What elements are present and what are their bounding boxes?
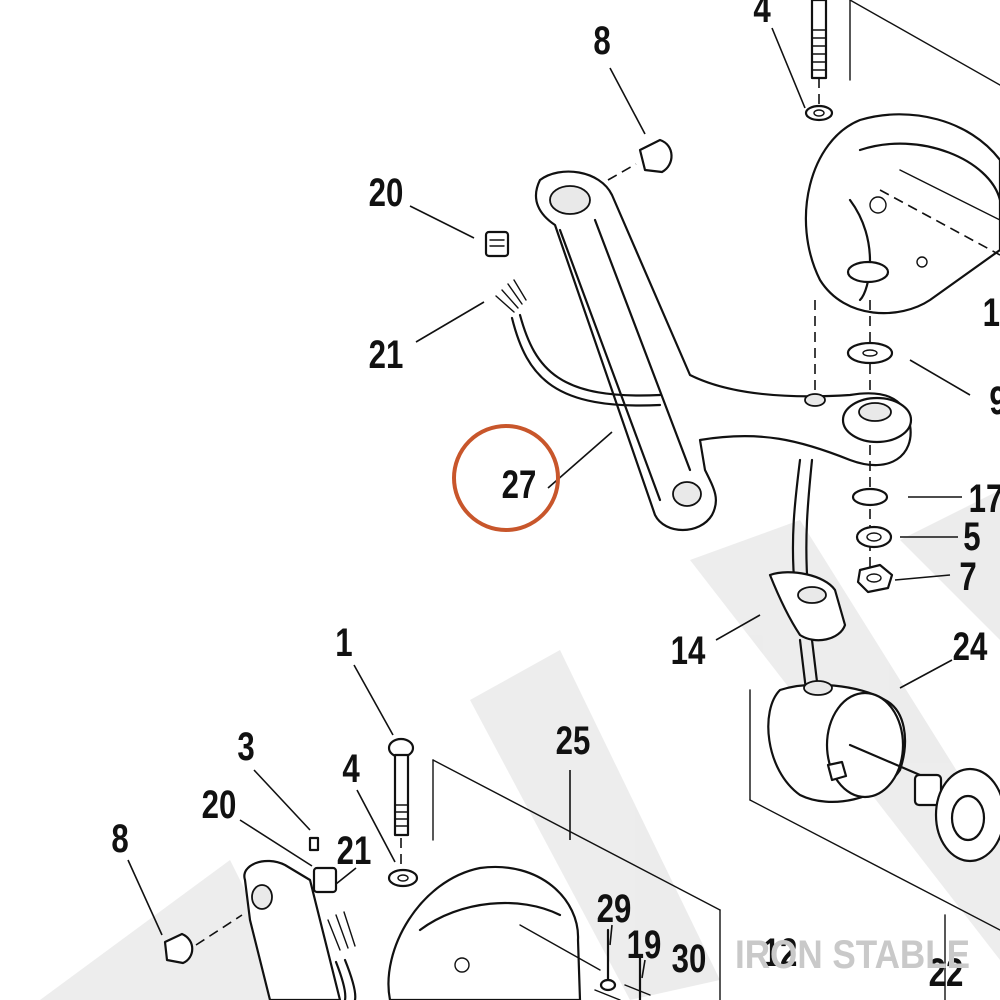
leader-lines (127, 27, 971, 979)
callout-21-top: 21 (369, 332, 404, 377)
callout-19: 19 (627, 922, 662, 967)
assembly-outlines (432, 0, 1000, 1000)
turn-signal-24 (767, 680, 1000, 863)
callout-24: 24 (953, 624, 988, 669)
callout-9: 9 (989, 378, 1000, 423)
callout-1: 1 (335, 620, 352, 665)
callout-7: 7 (959, 554, 976, 599)
callout-30: 30 (672, 936, 707, 981)
headlamp-shell-lower (387, 865, 601, 1000)
callout-27: 27 (502, 462, 537, 507)
callout-3: 3 (237, 724, 254, 769)
callout-20-top: 20 (369, 170, 404, 215)
callout-8-lower: 8 (111, 816, 128, 861)
callout-5: 5 (963, 514, 980, 559)
callout-18: 18 (983, 290, 1000, 335)
connector-upper (484, 230, 510, 258)
bracket-arm-27 (534, 170, 913, 531)
callout-8-top: 8 (593, 18, 610, 63)
callout-12: 12 (763, 930, 798, 975)
callout-29: 29 (597, 886, 632, 931)
stud-top (804, 0, 834, 122)
wire-harness-upper (495, 279, 662, 407)
callout-22: 22 (929, 950, 964, 995)
bolt-1 (387, 737, 419, 888)
clamp-14 (768, 571, 847, 692)
brand-watermark: IRON STABLE (735, 933, 970, 977)
callout-20-lower: 20 (202, 782, 237, 827)
highlight-circle (452, 424, 560, 532)
callout-21-lower: 21 (337, 828, 372, 873)
callout-4-top: 4 (753, 0, 770, 31)
callout-17: 17 (969, 476, 1000, 521)
callout-25: 25 (556, 718, 591, 763)
washer-9 (846, 341, 894, 365)
acorn-nut-upper (607, 138, 673, 181)
callout-14: 14 (671, 628, 706, 673)
callout-4-lower: 4 (342, 746, 359, 791)
headlamp-shell-upper (804, 113, 1000, 400)
small-parts-lower (594, 928, 651, 1000)
callout-labels: 4 8 20 21 27 18 9 17 5 7 14 24 1 25 3 4 … (111, 0, 1000, 995)
bracket-arm-lower (163, 836, 357, 1000)
stem-and-fasteners (791, 445, 894, 594)
